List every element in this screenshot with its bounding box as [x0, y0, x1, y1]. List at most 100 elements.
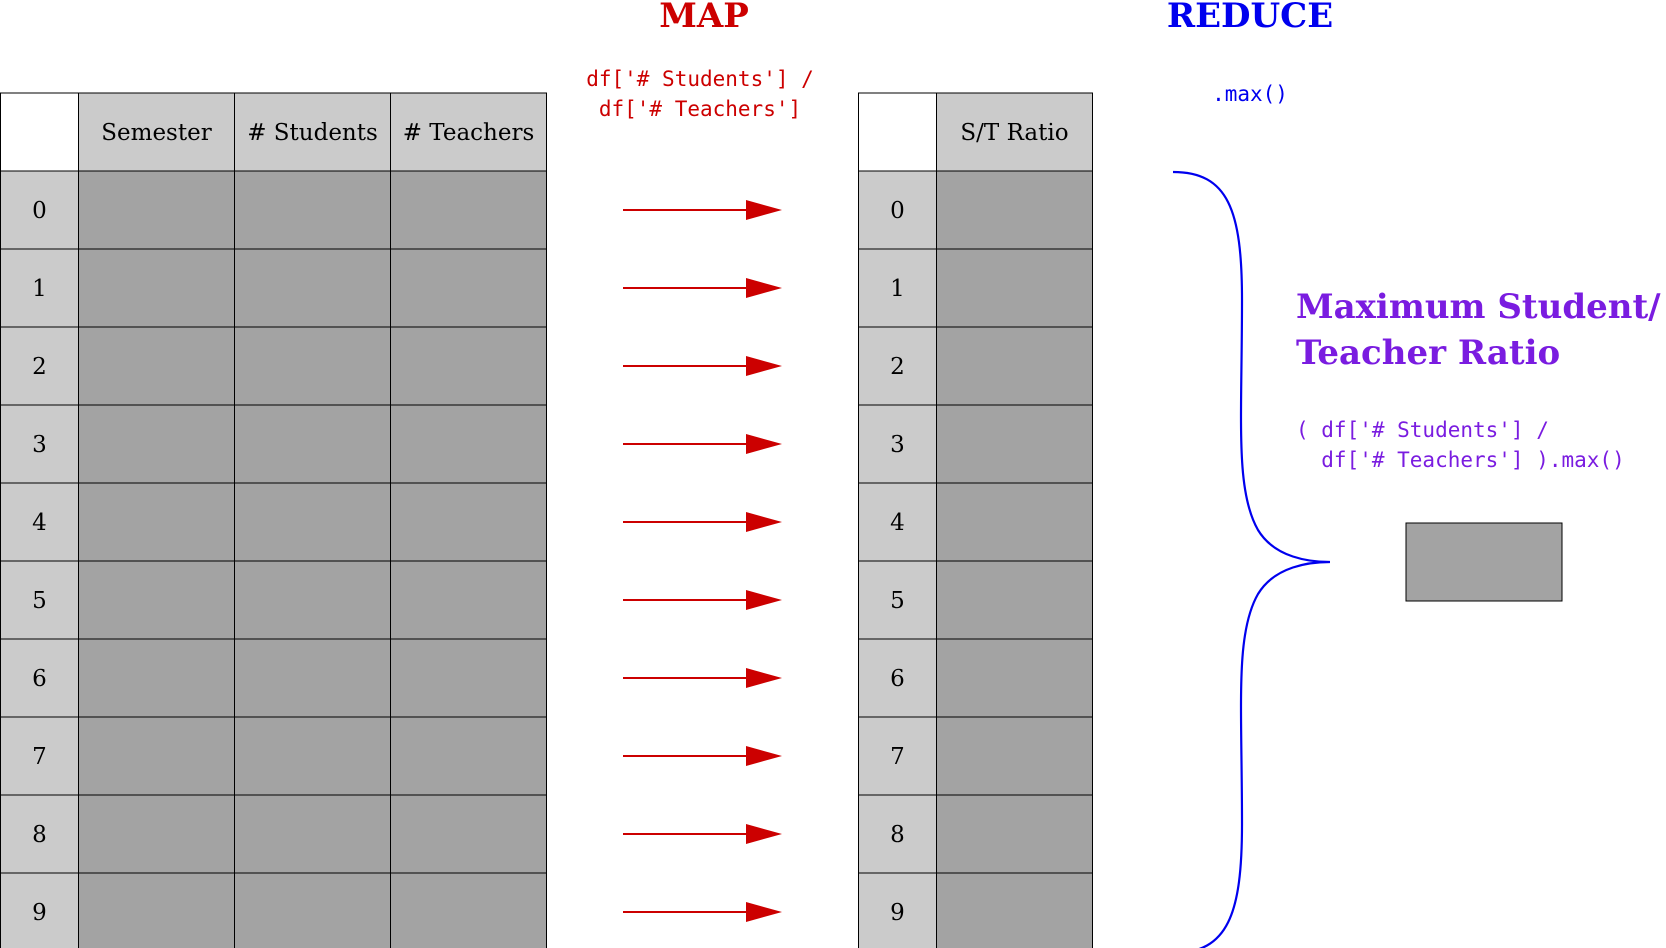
result-title-line2: Teacher Ratio [1296, 333, 1560, 373]
output-table-index-label: 1 [890, 276, 905, 302]
output-table-index-label: 7 [890, 744, 905, 770]
map-arrow-head [746, 356, 782, 376]
input-table-header-cell [234, 92, 391, 172]
result-code-line1: ( df['# Students'] / [1296, 418, 1549, 442]
input-table-data-cell [234, 482, 391, 562]
input-table-index-label: 5 [32, 588, 47, 614]
input-table-data-cell [234, 638, 391, 718]
map-arrow-head [746, 512, 782, 532]
map-arrow-head [746, 746, 782, 766]
output-table-index-cell [858, 326, 937, 406]
input-table-data-cell [234, 248, 391, 328]
input-table-data-cell [390, 404, 547, 484]
output-table-data-cell [936, 638, 1093, 718]
map-arrow-head [746, 590, 782, 610]
output-table-data-cell [936, 170, 1093, 250]
input-table-data-cell [234, 794, 391, 874]
output-table: S/T Ratio 0 1 2 3 4 5 6 7 8 9 [858, 92, 1093, 948]
input-table-data-cell [390, 794, 547, 874]
input-table-data-cell [78, 638, 235, 718]
input-table-data-cell [78, 326, 235, 406]
input-table-index-label: 9 [32, 900, 47, 926]
map-arrow-head [746, 824, 782, 844]
map-arrow-head [746, 200, 782, 220]
output-table-data-cell [936, 560, 1093, 640]
output-table-header-label: S/T Ratio [960, 120, 1068, 146]
input-table-data-cell [234, 404, 391, 484]
input-table-index-label: 0 [32, 198, 47, 224]
input-table-data-cell [390, 638, 547, 718]
map-arrow-head [746, 278, 782, 298]
reduce-code: .max() [1212, 82, 1288, 106]
reduce-curly-brace [1172, 170, 1331, 948]
result-cell [1405, 522, 1563, 602]
output-table-data-cell [936, 872, 1093, 948]
input-table-index-cell [0, 482, 79, 562]
input-table-index-cell [0, 794, 79, 874]
input-table-data-cell [234, 170, 391, 250]
output-table-index-cell [858, 716, 937, 796]
input-table-index-cell [0, 638, 79, 718]
output-table-index-cell [858, 560, 937, 640]
input-table-data-cell [234, 560, 391, 640]
output-table-index-cell [858, 872, 937, 948]
input-table-data-cell [390, 872, 547, 948]
input-table-data-cell [78, 872, 235, 948]
output-table-index-cell [858, 638, 937, 718]
reduce-title: REDUCE [1167, 0, 1333, 36]
output-table-data-cell [936, 716, 1093, 796]
input-table-data-cell [78, 170, 235, 250]
input-table-data-cell [390, 482, 547, 562]
input-table-data-cell [390, 248, 547, 328]
input-table-data-cell [390, 560, 547, 640]
input-table-index-label: 7 [32, 744, 47, 770]
output-table-index-label: 9 [890, 900, 905, 926]
output-table-index-label: 5 [890, 588, 905, 614]
output-table-index-label: 8 [890, 822, 905, 848]
input-table-index-label: 3 [32, 432, 47, 458]
input-table-index-cell [0, 326, 79, 406]
output-table-data-cell [936, 404, 1093, 484]
map-code-line2: df['# Teachers'] [599, 97, 801, 121]
input-table-index-label: 6 [32, 666, 47, 692]
input-table-index-label: 1 [32, 276, 47, 302]
map-title: MAP [659, 0, 749, 36]
output-table-corner-cell [858, 92, 937, 172]
input-table-index-cell [0, 872, 79, 948]
map-arrows [623, 200, 782, 922]
input-table-header-label: Semester [101, 120, 211, 146]
input-table-data-cell [78, 560, 235, 640]
input-table-index-label: 8 [32, 822, 47, 848]
result-title-line1: Maximum Student/ [1296, 287, 1661, 327]
output-table-data-cell [936, 482, 1093, 562]
output-table-data-cell [936, 794, 1093, 874]
output-table-data-cell [936, 326, 1093, 406]
input-table-header-cell [390, 92, 547, 172]
input-table-data-cell [234, 872, 391, 948]
input-table-data-cell [390, 170, 547, 250]
input-table-data-cell [78, 404, 235, 484]
input-table-data-cell [78, 248, 235, 328]
input-table-data-cell [78, 716, 235, 796]
output-table-index-label: 4 [890, 510, 905, 536]
input-table-index-cell [0, 170, 79, 250]
input-table-header-label: # Students [247, 120, 378, 146]
map-arrow-head [746, 902, 782, 922]
input-table-index-label: 4 [32, 510, 47, 536]
input-table-data-cell [234, 326, 391, 406]
input-table-corner-cell [0, 92, 79, 172]
input-table-index-label: 2 [32, 354, 47, 380]
input-table-index-cell [0, 248, 79, 328]
map-arrow-head [746, 434, 782, 454]
result-code-line2: df['# Teachers'] ).max() [1296, 448, 1625, 472]
input-table-data-cell [78, 482, 235, 562]
output-table-index-label: 6 [890, 666, 905, 692]
output-table-index-label: 3 [890, 432, 905, 458]
input-table: Semester # Students # Teachers 0 1 2 3 4 5 6 7 8 9 [0, 92, 547, 948]
output-table-index-cell [858, 248, 937, 328]
input-table-header-cell [78, 92, 235, 172]
input-table-header-label: # Teachers [403, 120, 535, 146]
output-table-index-label: 2 [890, 354, 905, 380]
output-table-index-label: 0 [890, 198, 905, 224]
